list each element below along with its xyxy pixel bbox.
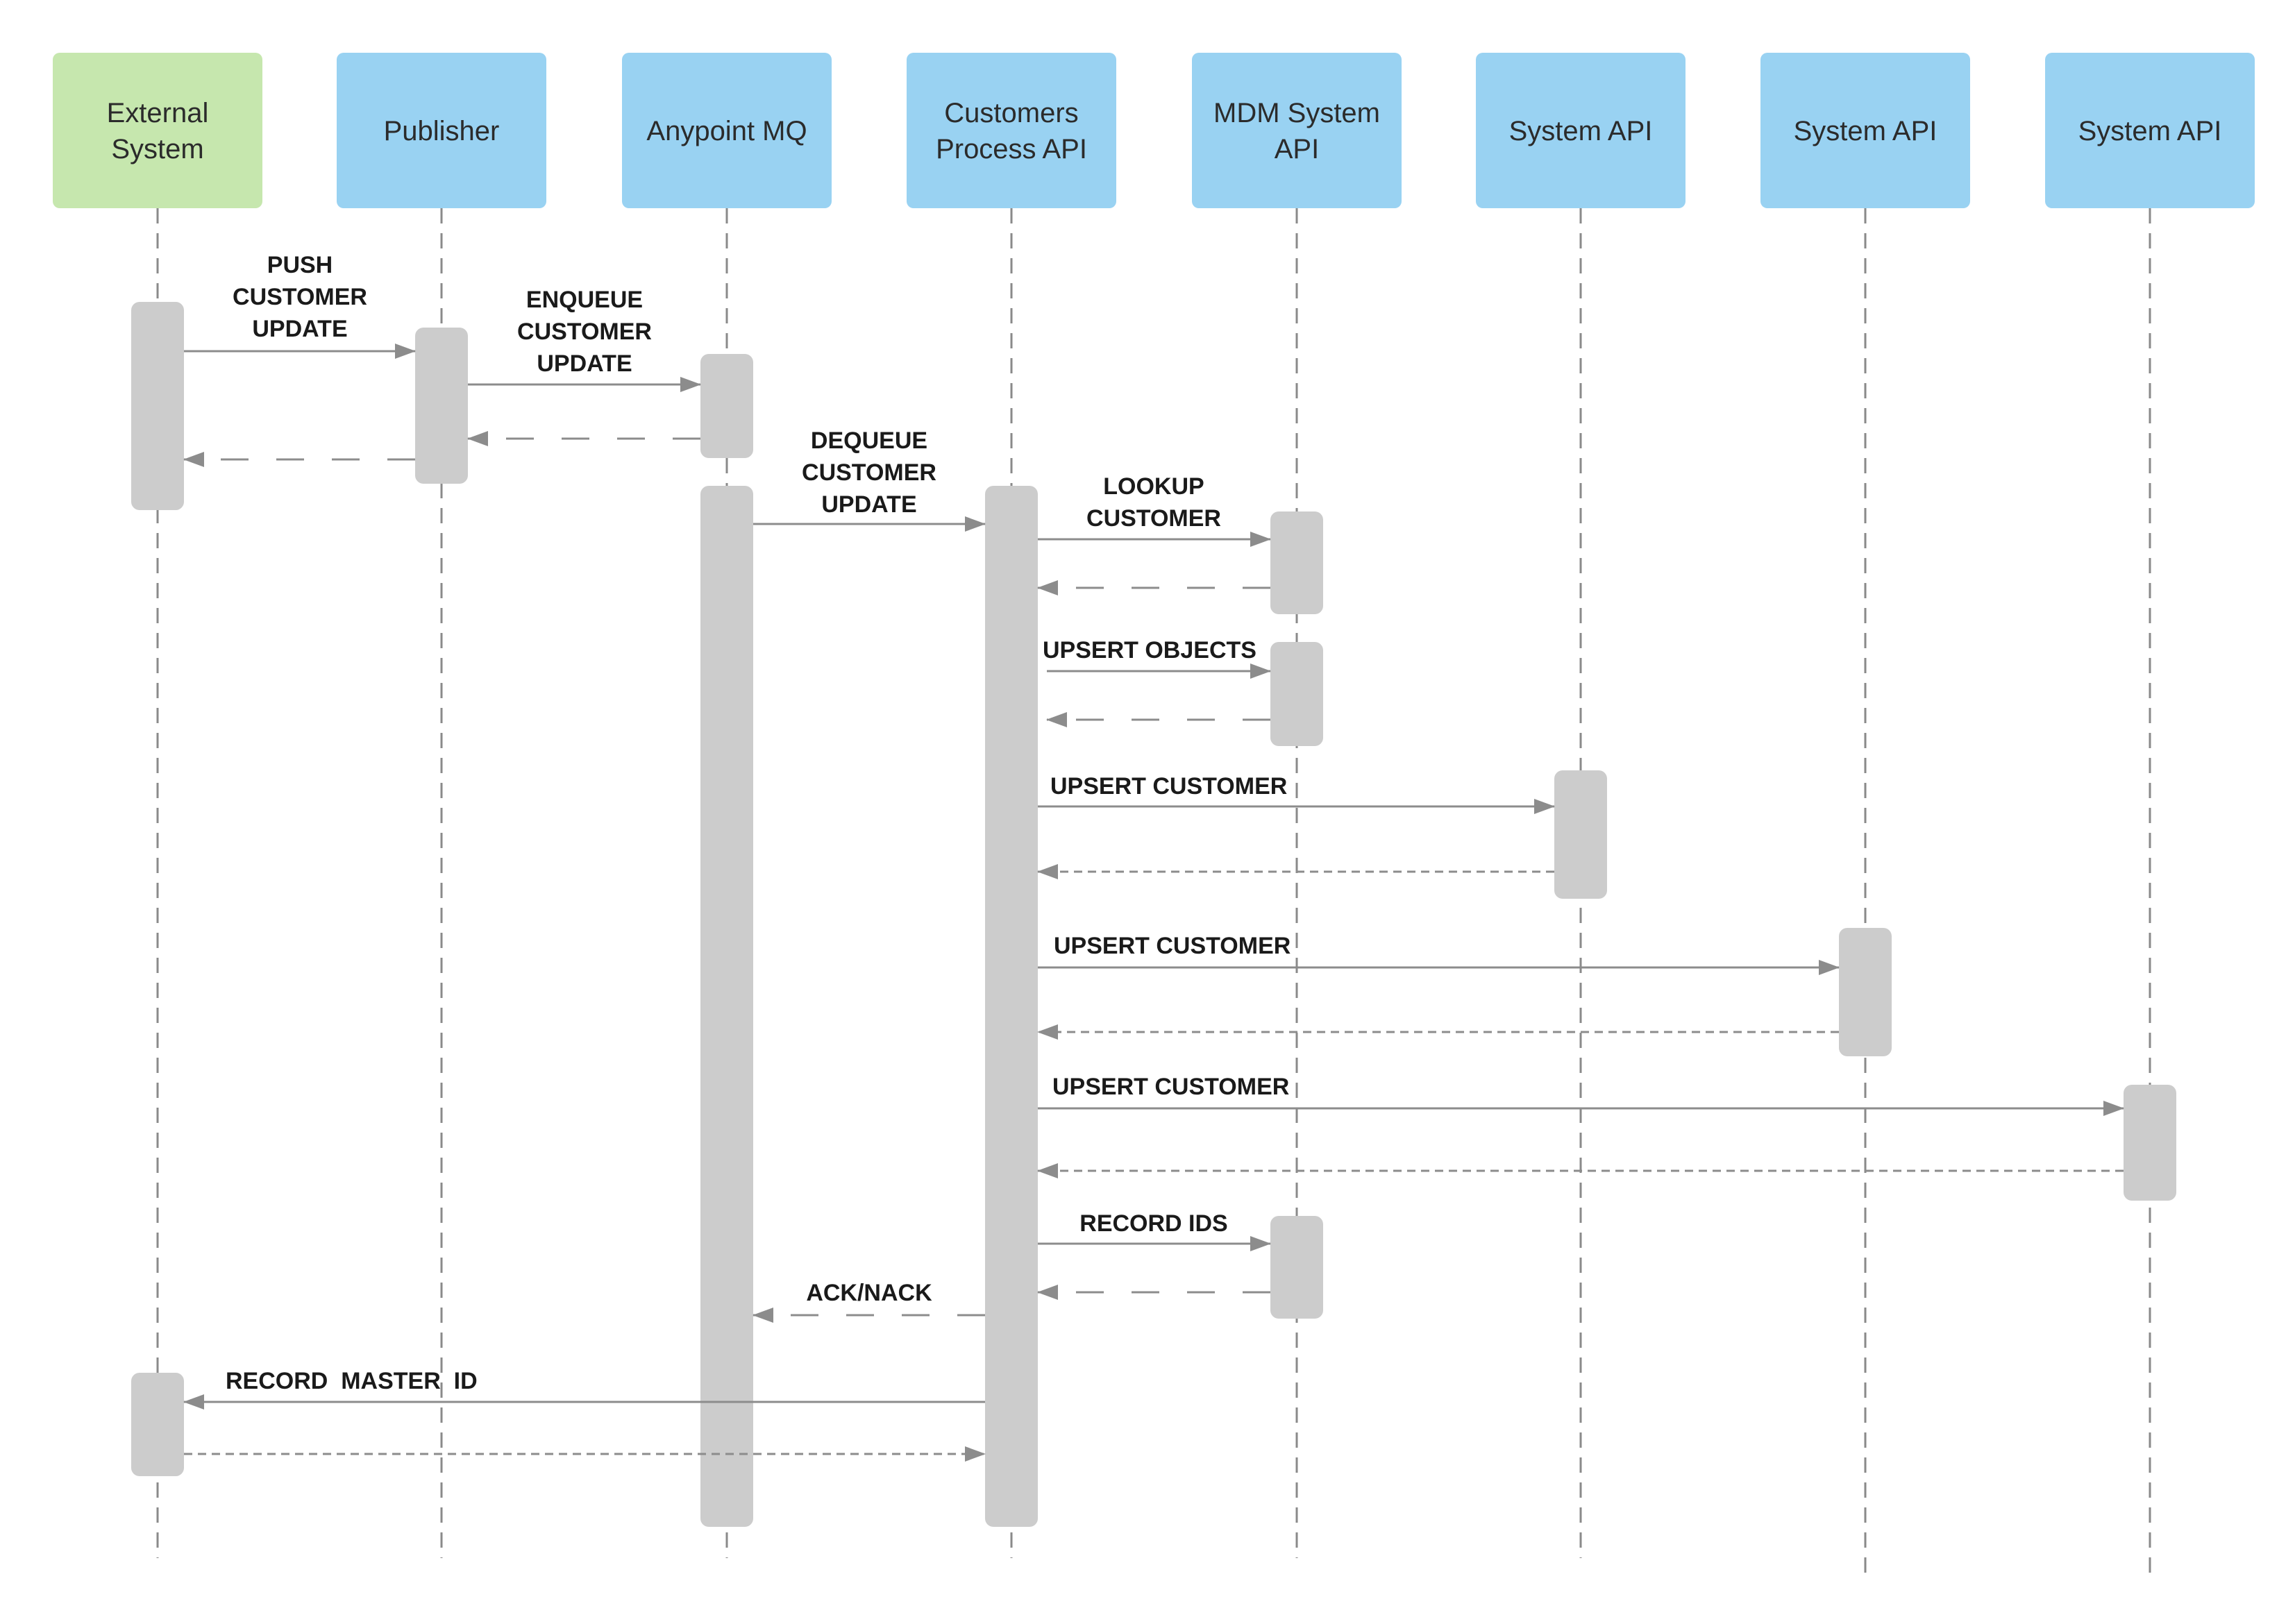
message-label-lookup-customer: LOOKUP bbox=[1103, 473, 1204, 500]
activation-bar-system-api-1 bbox=[1554, 770, 1607, 899]
message-push-customer-update: PUSH CUSTOMER UPDATE bbox=[184, 252, 416, 359]
message-label-dequeue-customer-update: CUSTOMER bbox=[802, 459, 936, 486]
message-record-ids: RECORD IDS bbox=[1038, 1210, 1271, 1251]
message-lookup-customer: LOOKUP CUSTOMER bbox=[1038, 473, 1271, 547]
actor-label-external-system: External bbox=[107, 98, 209, 128]
message-upsert-objects: UPSERT OBJECTS bbox=[1043, 637, 1271, 679]
message-label-record-master-id: RECORD MASTER ID bbox=[226, 1368, 478, 1394]
actor-box-customers-process-api bbox=[907, 53, 1116, 208]
activation-bar-anypoint-mq bbox=[700, 486, 753, 1527]
actor-box-system-api-2 bbox=[1760, 53, 1970, 208]
activation-bar-publisher bbox=[415, 328, 468, 484]
actor-label-system-api-2: System API bbox=[1794, 116, 1937, 146]
message-upsert-customer-2: UPSERT CUSTOMER bbox=[1038, 933, 1840, 975]
message-label-ack-nack: ACK/NACK bbox=[806, 1280, 932, 1306]
message-record-master-id: RECORD MASTER ID bbox=[183, 1368, 985, 1410]
actor-label-customers-process-api: Customers bbox=[944, 98, 1078, 128]
actor-label-system-api-3: System API bbox=[2078, 116, 2222, 146]
actor-box-external-system bbox=[53, 53, 262, 208]
message-label-record-ids: RECORD IDS bbox=[1079, 1210, 1227, 1237]
messages: PUSHCUSTOMERUPDATEENQUEUECUSTOMERUPDATED… bbox=[183, 252, 2124, 1462]
activation-bars bbox=[131, 302, 2176, 1527]
activation-bar-external-system bbox=[131, 1373, 184, 1476]
actor-label-anypoint-mq: Anypoint MQ bbox=[646, 116, 807, 146]
message-label-enqueue-customer-update: UPDATE bbox=[537, 350, 632, 377]
activation-bar-customers-process-api bbox=[985, 486, 1038, 1527]
message-label-upsert-objects: UPSERT OBJECTS bbox=[1043, 637, 1256, 663]
actor-label-mdm-system-api: MDM System bbox=[1213, 98, 1380, 128]
message-label-dequeue-customer-update: UPDATE bbox=[821, 491, 916, 518]
actor-anypoint-mq: Anypoint MQ bbox=[622, 53, 832, 208]
message-label-lookup-customer: CUSTOMER bbox=[1086, 505, 1221, 532]
message-dequeue-customer-update: DEQUEUE CUSTOMER UPDATE bbox=[753, 428, 986, 532]
message-label-dequeue-customer-update: DEQUEUE bbox=[811, 428, 927, 454]
actor-label-system-api-1: System API bbox=[1509, 116, 1653, 146]
activation-bar-mdm-system-api bbox=[1270, 511, 1323, 614]
message-label-push-customer-update: UPDATE bbox=[252, 316, 347, 342]
actor-label-publisher: Publisher bbox=[384, 116, 500, 146]
message-label-upsert-customer-1: UPSERT CUSTOMER bbox=[1050, 773, 1287, 800]
message-ack-nack: ACK/NACK bbox=[753, 1280, 985, 1323]
actor-box-publisher bbox=[337, 53, 546, 208]
actor-label-mdm-system-api: API bbox=[1275, 134, 1319, 164]
actor-system-api-1: System API bbox=[1476, 53, 1685, 208]
message-label-push-customer-update: CUSTOMER bbox=[233, 284, 367, 310]
actor-system-api-3: System API bbox=[2045, 53, 2255, 208]
activation-bar-external-system bbox=[131, 302, 184, 510]
message-label-upsert-customer-3: UPSERT CUSTOMER bbox=[1052, 1074, 1289, 1100]
activation-bar-anypoint-mq bbox=[700, 354, 753, 458]
actor-label-external-system: System bbox=[111, 134, 203, 164]
activation-bar-mdm-system-api bbox=[1270, 642, 1323, 746]
actor-box-system-api-1 bbox=[1476, 53, 1685, 208]
actor-publisher: Publisher bbox=[337, 53, 546, 208]
message-label-push-customer-update: PUSH bbox=[267, 252, 333, 278]
actor-box-system-api-3 bbox=[2045, 53, 2255, 208]
activation-bar-system-api-2 bbox=[1839, 928, 1892, 1056]
actor-box-anypoint-mq bbox=[622, 53, 832, 208]
message-upsert-customer-1: UPSERT CUSTOMER bbox=[1038, 773, 1555, 814]
message-enqueue-customer-update: ENQUEUE CUSTOMER UPDATE bbox=[468, 287, 701, 392]
message-label-upsert-customer-2: UPSERT CUSTOMER bbox=[1054, 933, 1291, 959]
message-label-enqueue-customer-update: CUSTOMER bbox=[517, 319, 652, 345]
activation-bar-mdm-system-api bbox=[1270, 1216, 1323, 1319]
activation-bar-system-api-3 bbox=[2124, 1085, 2176, 1201]
actor-system-api-2: System API bbox=[1760, 53, 1970, 208]
actor-label-customers-process-api: Process API bbox=[936, 134, 1087, 164]
message-label-enqueue-customer-update: ENQUEUE bbox=[526, 287, 643, 313]
actor-box-mdm-system-api bbox=[1192, 53, 1402, 208]
message-upsert-customer-3: UPSERT CUSTOMER bbox=[1038, 1074, 2124, 1116]
